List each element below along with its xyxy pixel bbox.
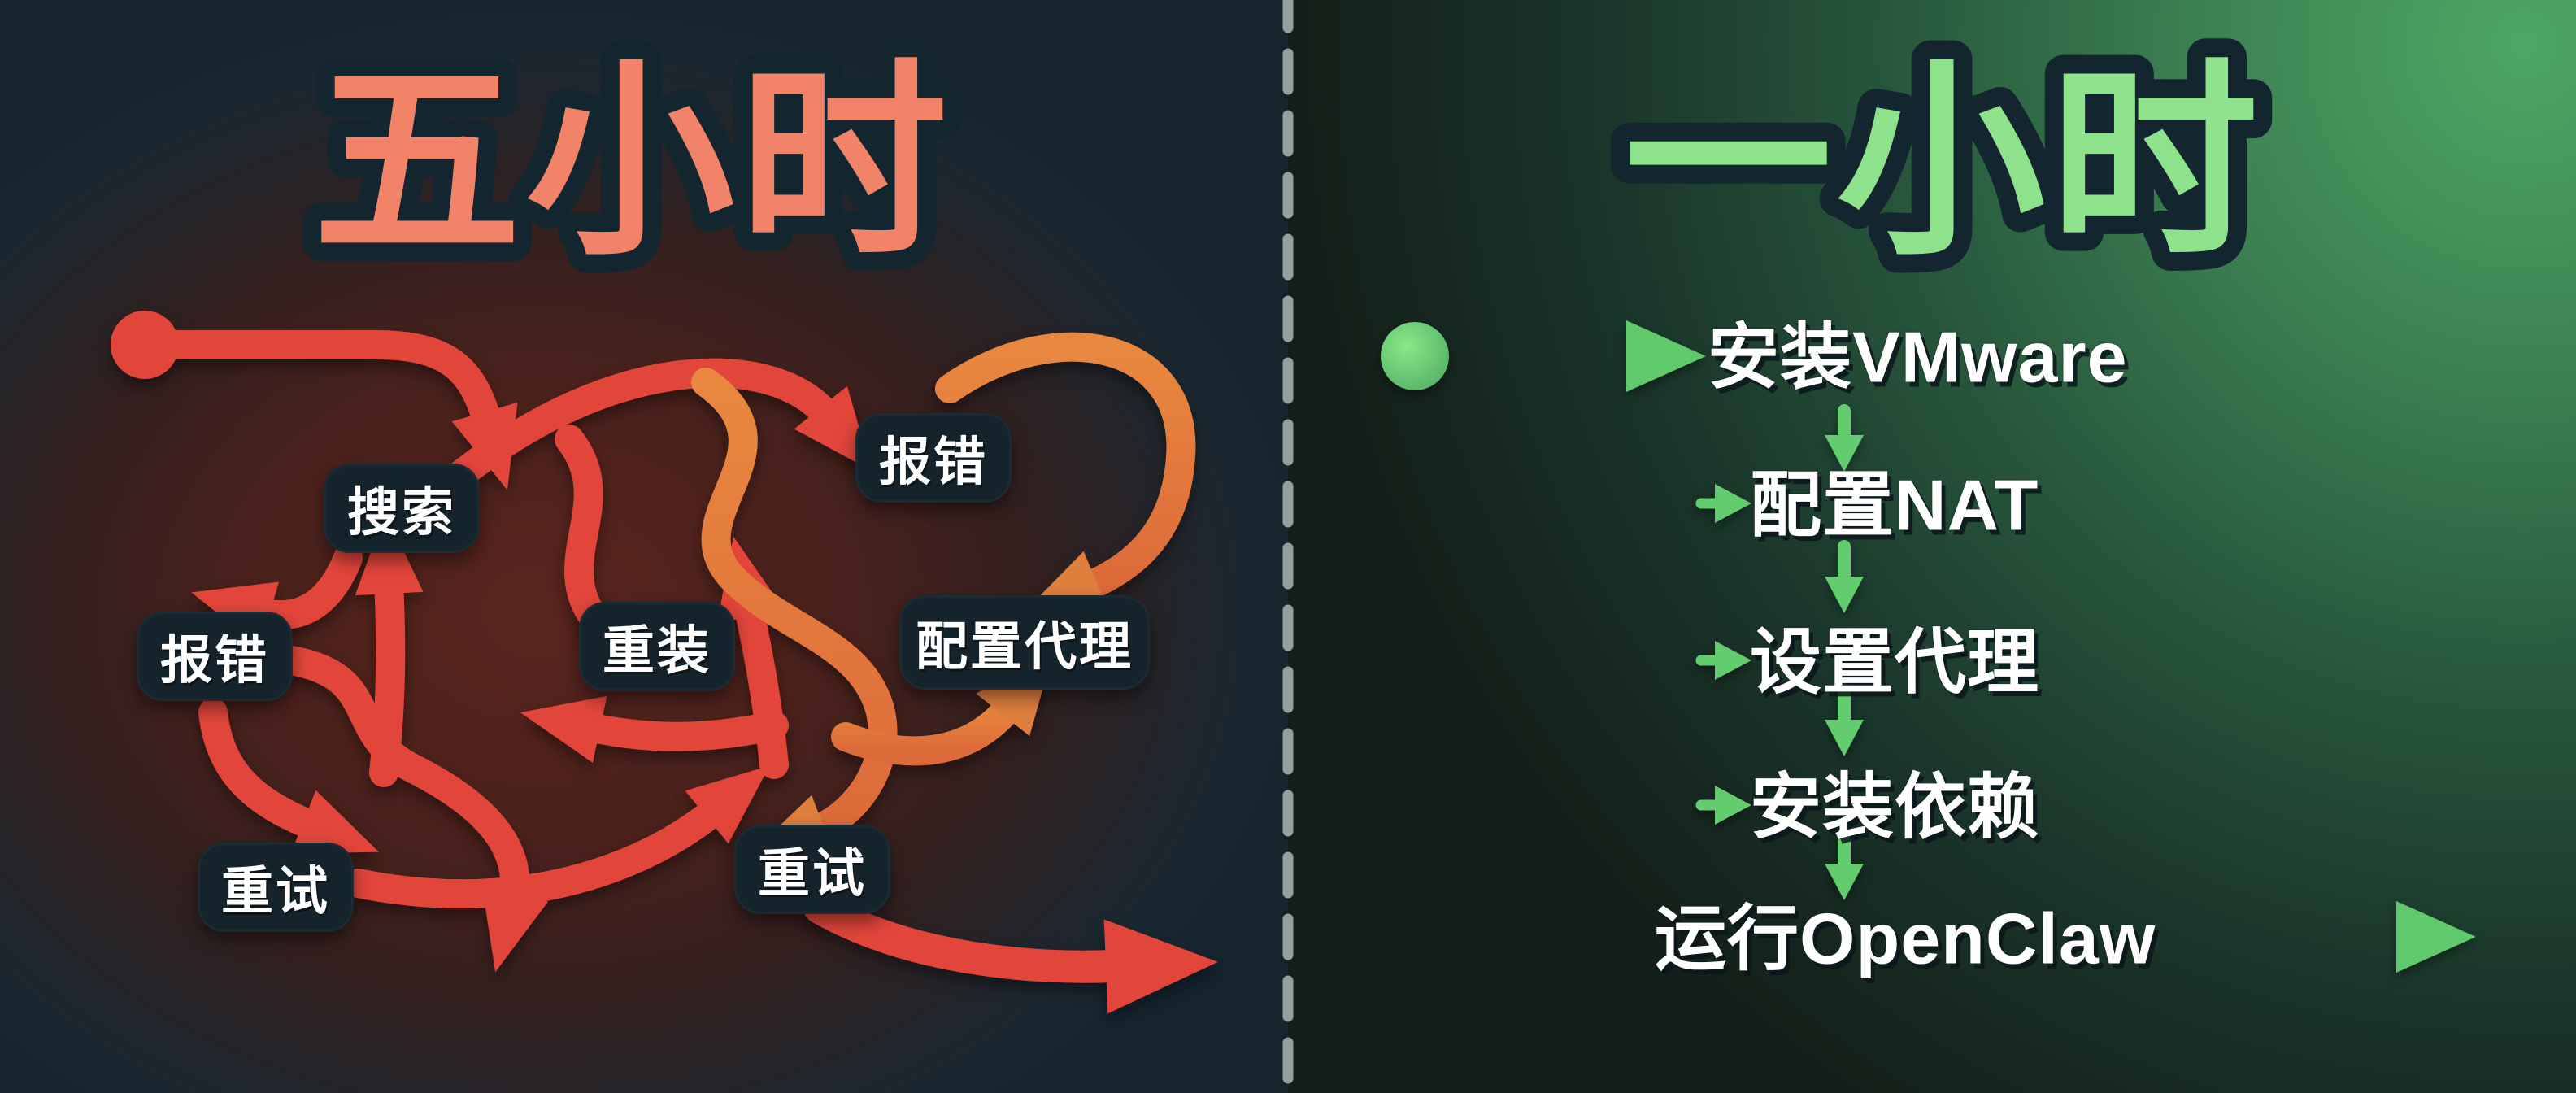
arrow-wavy-down — [276, 646, 549, 973]
clean-panel — [1288, 0, 2576, 1093]
arrow-search-to-error-left — [191, 543, 363, 648]
arrow-search-to-error-top — [424, 358, 872, 507]
arrow-s-curve — [555, 425, 610, 634]
step-set-proxy: 设置代理 — [1750, 621, 2040, 703]
arrow-sweep-right — [343, 765, 770, 909]
arrow-up-right-of-reinstall — [716, 536, 789, 779]
step-run-openclaw: 运行OpenClaw — [1655, 898, 2156, 979]
left-title: 五小时 — [313, 46, 952, 279]
node-search-label: 搜索 — [347, 483, 456, 542]
node-error-left-label: 报错 — [160, 631, 269, 690]
arrow-error-to-retry — [198, 698, 379, 854]
node-reinstall-label: 重装 — [603, 621, 711, 680]
node-retry-left-label: 重试 — [221, 862, 330, 921]
node-reinstall: 重装 — [579, 602, 735, 691]
arrow-exit-left-panel — [803, 891, 1218, 1014]
step-install-deps: 安装依赖 — [1750, 766, 2040, 847]
node-configure-proxy-label: 配置代理 — [916, 617, 1134, 676]
arrow-start-to-search — [130, 330, 518, 490]
node-error-top: 报错 — [855, 413, 1012, 503]
clean-flow-arrows — [1381, 320, 2476, 973]
node-retry-middle: 重试 — [734, 825, 890, 914]
node-retry-middle-label: 重试 — [758, 844, 867, 903]
node-retry-left: 重试 — [198, 843, 354, 932]
step-configure-nat: 配置NAT — [1750, 464, 2039, 546]
arrow-left-under-reinstall — [520, 695, 789, 763]
arrow-orange-loop — [935, 332, 1196, 615]
right-title: 一小时 — [1624, 46, 2263, 279]
arrow-orange-into-proxy — [831, 651, 1054, 766]
node-search: 搜索 — [324, 464, 480, 553]
node-error-left: 报错 — [137, 612, 293, 701]
node-error-top-label: 报错 — [879, 433, 988, 491]
arrow-orange-snake — [691, 368, 898, 860]
step-install-vmware: 安装VMware — [1708, 316, 2128, 398]
tangle-arrows — [111, 311, 1218, 1014]
node-configure-proxy: 配置代理 — [899, 595, 1150, 690]
